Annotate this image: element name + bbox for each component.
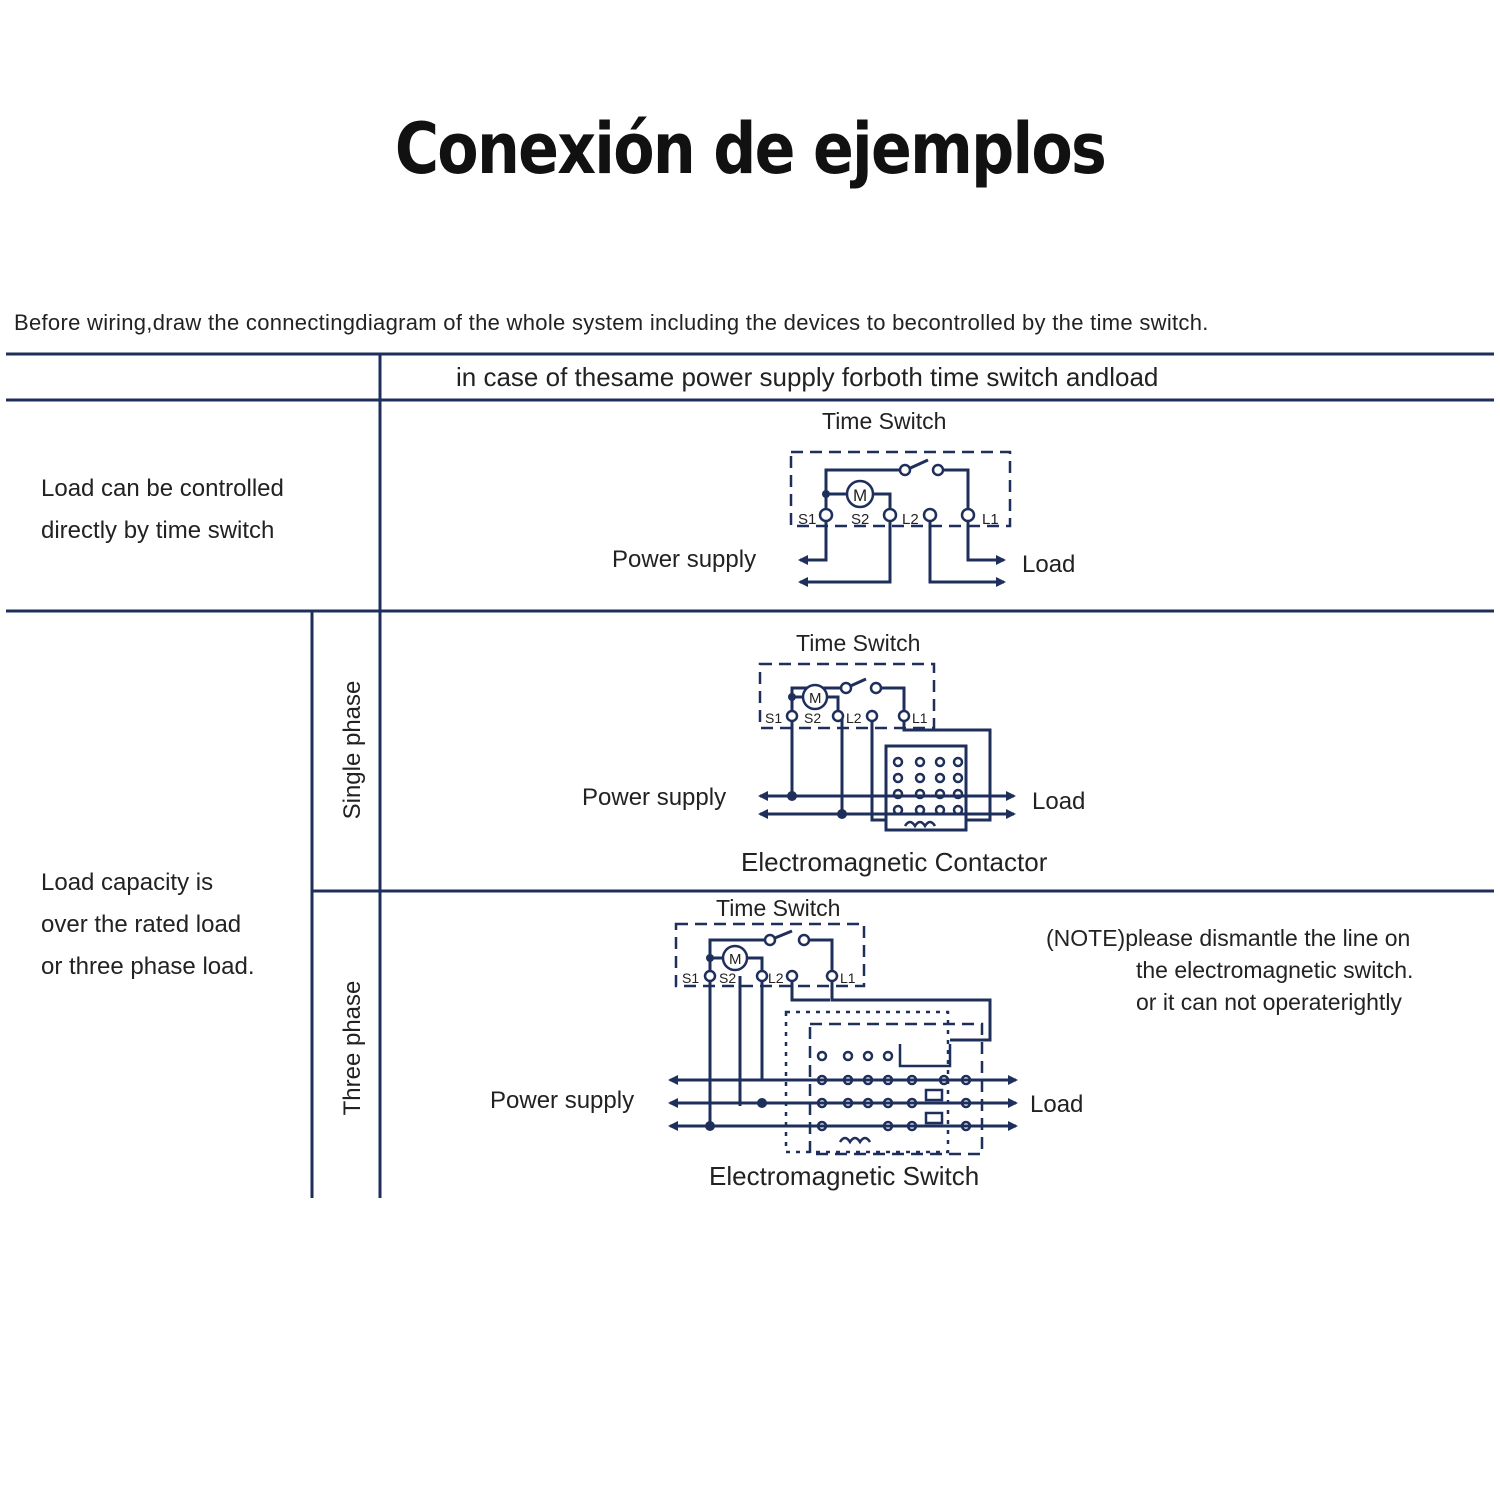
- time-switch-title: Time Switch: [716, 895, 840, 921]
- switch-contacts: [816, 1044, 972, 1145]
- diagram-three-phase: Time Switch: [490, 895, 1413, 1191]
- power-supply-label: Power supply: [490, 1087, 634, 1114]
- time-switch-box: [674, 922, 866, 988]
- note-line: or it can not operaterightly: [1136, 989, 1402, 1015]
- terminal-label: S1: [798, 511, 816, 528]
- terminal-label: L1: [840, 970, 856, 986]
- motor-label: M: [853, 486, 867, 505]
- motor-label: M: [809, 690, 822, 707]
- terminal-label: L2: [846, 710, 862, 726]
- table-grid: [6, 352, 1494, 1198]
- note-line: (NOTE)please dismantle the line on: [1046, 925, 1410, 951]
- diagram-single-phase: Time Switch M: [582, 630, 1085, 877]
- row1-label-line: directly by time switch: [41, 517, 275, 544]
- terminal-label: S2: [851, 511, 869, 528]
- power-supply-label: Power supply: [612, 546, 756, 573]
- terminal-label: L1: [982, 511, 999, 528]
- terminal-label: L2: [768, 970, 784, 986]
- row2-label-line: Load capacity is: [41, 869, 214, 896]
- terminals: [818, 507, 976, 523]
- intro-text: Before wiring,draw the connectingdiagram…: [14, 310, 1209, 335]
- terminal-label: L1: [912, 710, 928, 726]
- motor-icon: [845, 479, 875, 509]
- electromagnetic-switch-label: Electromagnetic Switch: [709, 1161, 979, 1191]
- contactor-contacts: [892, 756, 964, 829]
- load-label: Load: [1032, 788, 1085, 815]
- table-header: in case of thesame power supply forboth …: [456, 362, 1158, 392]
- terminal-label: S2: [719, 970, 736, 986]
- motor-icon: [721, 944, 749, 972]
- switch-contact: [898, 463, 912, 477]
- terminal-label: S1: [765, 710, 782, 726]
- load-label: Load: [1022, 551, 1075, 578]
- electromagnetic-switch-box: [808, 1022, 984, 1156]
- time-switch-box: [789, 450, 1012, 528]
- time-switch-box: [758, 662, 936, 730]
- time-switch-title: Time Switch: [796, 630, 920, 656]
- row2-label: Load capacity is over the rated load or …: [41, 862, 254, 988]
- row2-label-line: over the rated load: [41, 911, 242, 938]
- note-line: the electromagnetic switch.: [1136, 957, 1413, 983]
- terminal-label: S2: [804, 710, 821, 726]
- switch-contact: [763, 933, 777, 947]
- terminals: [703, 969, 839, 983]
- time-switch-title: Time Switch: [822, 408, 946, 434]
- row2-label-line: or three phase load.: [41, 953, 255, 980]
- terminals: [785, 709, 911, 723]
- row1-label: Load can be controlled directly by time …: [41, 468, 284, 552]
- switch-contact: [797, 933, 811, 947]
- motor-label: M: [729, 951, 742, 968]
- switch-contact: [869, 681, 883, 695]
- terminal-label: S1: [682, 970, 699, 986]
- switch-contact: [931, 463, 945, 477]
- motor-icon: [801, 683, 829, 711]
- terminal-label: L2: [902, 511, 919, 528]
- switch-contact: [839, 681, 853, 695]
- load-label: Load: [1030, 1091, 1083, 1118]
- page-title: Conexión de ejemplos: [394, 108, 1107, 190]
- diagram-direct: Time Switch M S1 S2 L2 L1: [612, 408, 1075, 587]
- power-supply-label: Power supply: [582, 784, 726, 811]
- row1-label-line: Load can be controlled: [41, 475, 284, 502]
- contactor-label: Electromagnetic Contactor: [741, 847, 1048, 877]
